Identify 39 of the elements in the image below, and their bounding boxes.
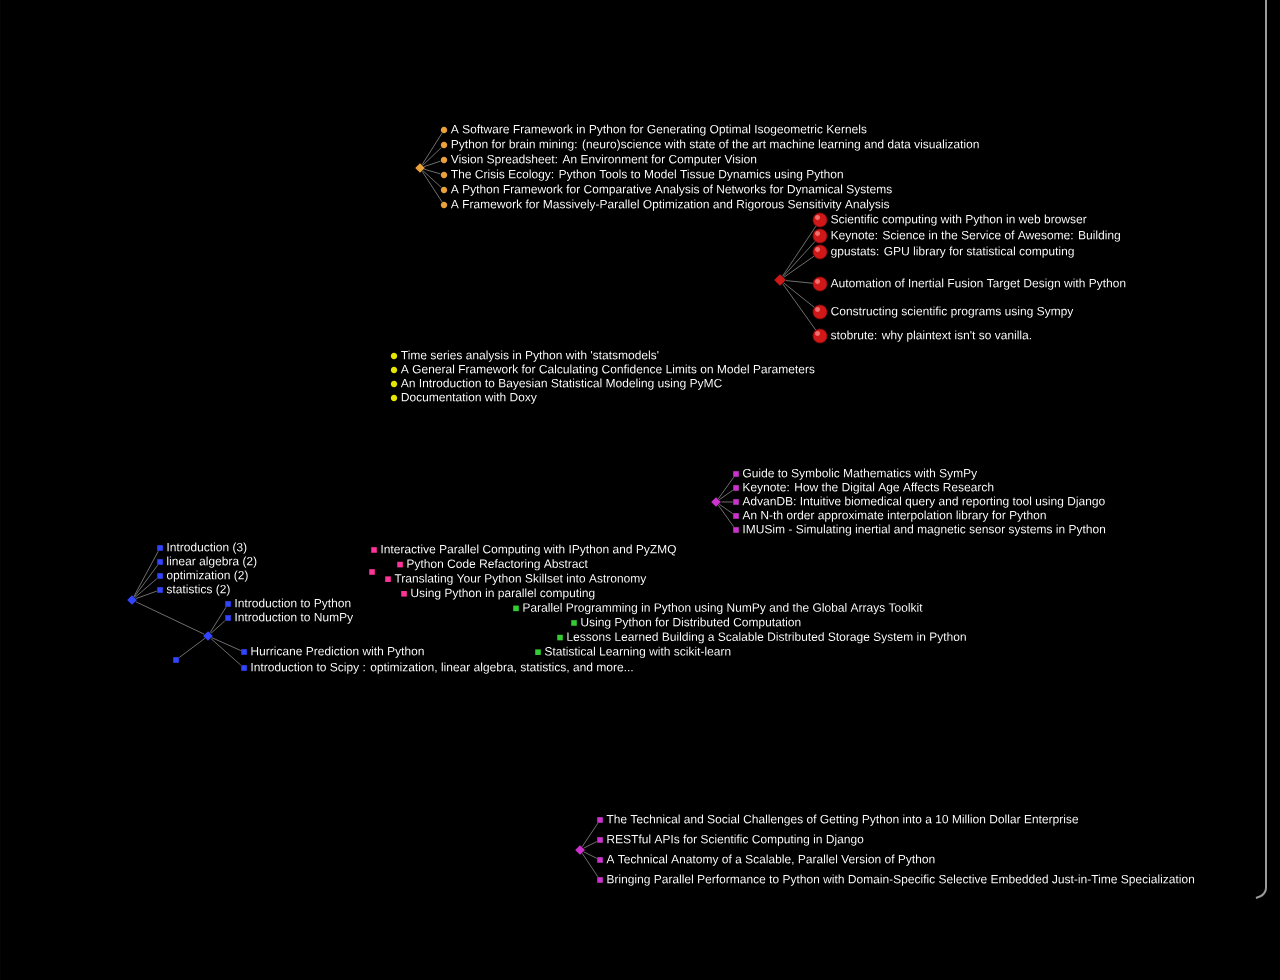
connector-line [211,637,242,652]
connector-line [782,225,817,277]
connector-line [717,504,735,528]
square-marker [173,657,179,663]
connector-line [135,601,205,635]
connector-line [783,255,815,278]
hub-diamond [203,631,213,641]
hub-diamond [127,595,137,605]
connector-line [209,606,227,634]
connector-line [718,489,734,501]
connector-line [133,550,159,597]
connector-line [134,578,158,598]
connector-line [785,280,814,284]
connector-line [210,638,242,666]
connector-line [422,170,442,189]
connector-line [422,146,442,166]
connector-line [133,564,159,598]
hub-diamond [774,274,786,286]
connector-line [423,160,442,168]
connector-line [717,476,735,500]
connector-line [423,168,442,175]
connector-line [583,841,598,849]
connector-line [421,132,443,166]
connector-line [583,851,598,859]
hub-diamond [415,163,425,173]
connector-line [718,503,734,515]
hub-diamond [711,497,721,507]
connector-line [782,283,817,331]
connector-line [421,170,443,203]
hub-diamond [575,845,585,855]
square-marker [369,569,375,575]
connector-line [210,620,226,634]
connector-line [783,282,815,308]
connector-line [135,590,158,600]
connector-line [581,852,599,878]
connector-line [581,822,599,848]
connector-line [178,637,206,659]
connector-line [720,501,734,503]
connector-line [782,240,816,278]
